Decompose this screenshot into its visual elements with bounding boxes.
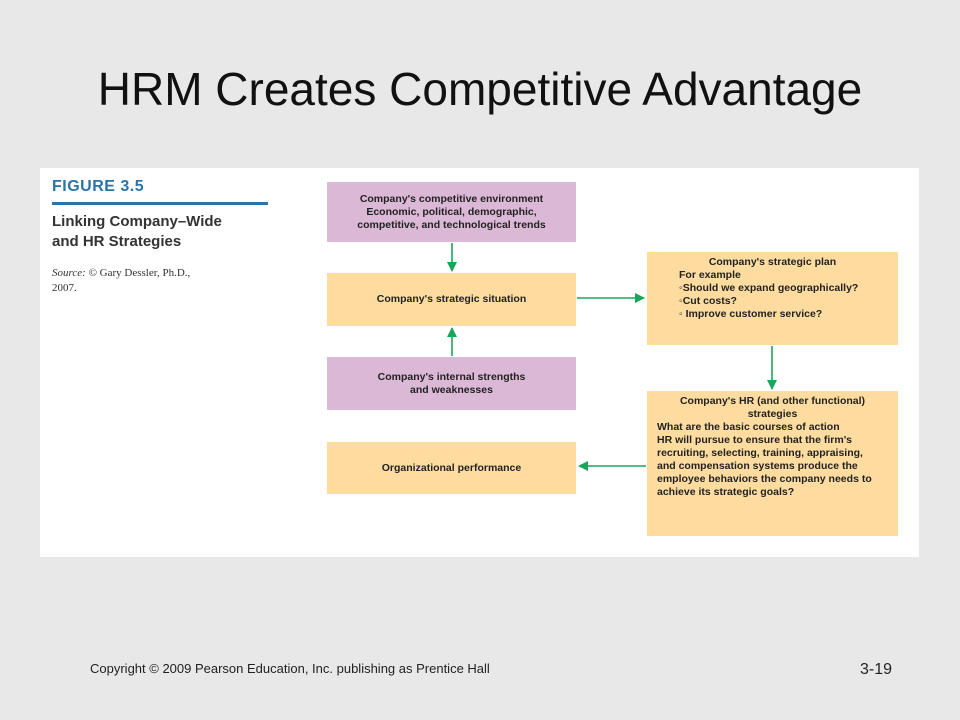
- hr-strategies-box: Company's HR (and other functional) stra…: [647, 391, 898, 536]
- figure-panel: FIGURE 3.5 Linking Company–Wide and HR S…: [40, 168, 919, 557]
- box-line: ◦Cut costs?: [679, 295, 737, 307]
- box-line: employee behaviors the company needs to: [657, 473, 872, 485]
- competitive-environment-box: Company's competitive environment Econom…: [327, 182, 576, 242]
- box-line: and compensation systems produce the: [657, 460, 858, 472]
- box-line: achieve its strategic goals?: [657, 486, 795, 498]
- copyright-footer: Copyright © 2009 Pearson Education, Inc.…: [90, 661, 490, 676]
- internal-strengths-box: Company's internal strengths and weaknes…: [327, 357, 576, 410]
- box-line: ◦ Improve customer service?: [679, 308, 823, 320]
- box-line: For example: [679, 269, 741, 281]
- figure-rule: [52, 202, 268, 205]
- figure-source: Source: © Gary Dessler, Ph.D., 2007.: [52, 266, 252, 296]
- figure-caption: Linking Company–Wide and HR Strategies: [52, 212, 272, 252]
- slide-title: HRM Creates Competitive Advantage: [97, 63, 863, 115]
- box-line: Economic, political, demographic,: [366, 205, 537, 218]
- box-line: and weaknesses: [410, 383, 493, 396]
- box-line: competitive, and technological trends: [357, 218, 546, 231]
- box-line: What are the basic courses of action: [657, 421, 840, 433]
- strategic-plan-box: Company's strategic plan For example ◦Sh…: [647, 252, 898, 345]
- organizational-performance-box: Organizational performance: [327, 442, 576, 494]
- source-year: 2007.: [52, 282, 77, 294]
- box-line: HR will pursue to ensure that the firm's: [657, 434, 853, 446]
- source-text: © Gary Dessler, Ph.D.,: [88, 267, 191, 279]
- page-number: 3-19: [860, 661, 893, 678]
- box-line: Company's strategic situation: [376, 293, 527, 305]
- connector-arrows: [447, 243, 777, 471]
- box-line: Company's competitive environment: [359, 192, 544, 205]
- box-line: Company's internal strengths: [377, 370, 526, 383]
- box-heading: Company's HR (and other functional): [679, 395, 866, 407]
- box-line: recruiting, selecting, training, apprais…: [657, 447, 863, 459]
- strategic-situation-box: Company's strategic situation: [327, 273, 576, 326]
- box-line: Organizational performance: [381, 461, 522, 474]
- figure-label: FIGURE 3.5: [52, 178, 145, 195]
- box-line: ◦Should we expand geographically?: [679, 282, 859, 294]
- figure-caption-line: Linking Company–Wide: [52, 213, 222, 230]
- box-heading: strategies: [747, 408, 798, 420]
- source-label: Source:: [52, 267, 86, 279]
- box-heading: Company's strategic plan: [708, 256, 837, 268]
- figure-caption-line: and HR Strategies: [52, 233, 182, 250]
